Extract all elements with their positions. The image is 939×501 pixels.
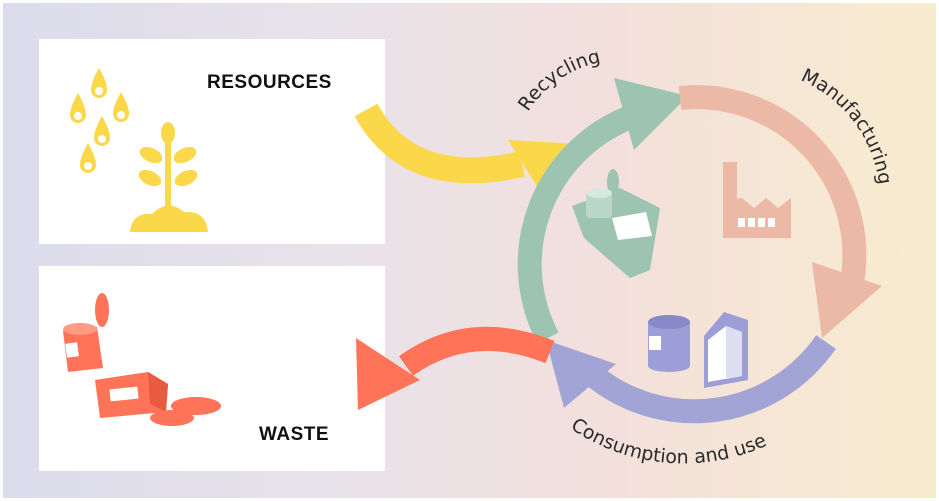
waste-label: WASTE (259, 424, 330, 445)
recycled-items-icon (572, 169, 660, 278)
carton-icon (704, 312, 748, 388)
manufacturing-arrow (678, 85, 882, 338)
consumption-label: Consumption and use (567, 414, 769, 469)
resources-label: RESOURCES (207, 72, 332, 93)
spill-icon (150, 397, 221, 426)
oil-drops-icon (70, 68, 129, 173)
recycling-arrow (517, 78, 688, 344)
can-icon (648, 315, 690, 372)
crushed-carton-icon (95, 372, 168, 418)
plant-icon (130, 122, 208, 232)
factory-icon (723, 162, 791, 238)
consumption-arrow (546, 335, 836, 424)
waste-arrow (356, 326, 555, 410)
manufacturing-label: Manufacturing (798, 64, 896, 185)
recycling-label: Recycling (514, 46, 602, 115)
crushed-can-icon (63, 293, 109, 372)
